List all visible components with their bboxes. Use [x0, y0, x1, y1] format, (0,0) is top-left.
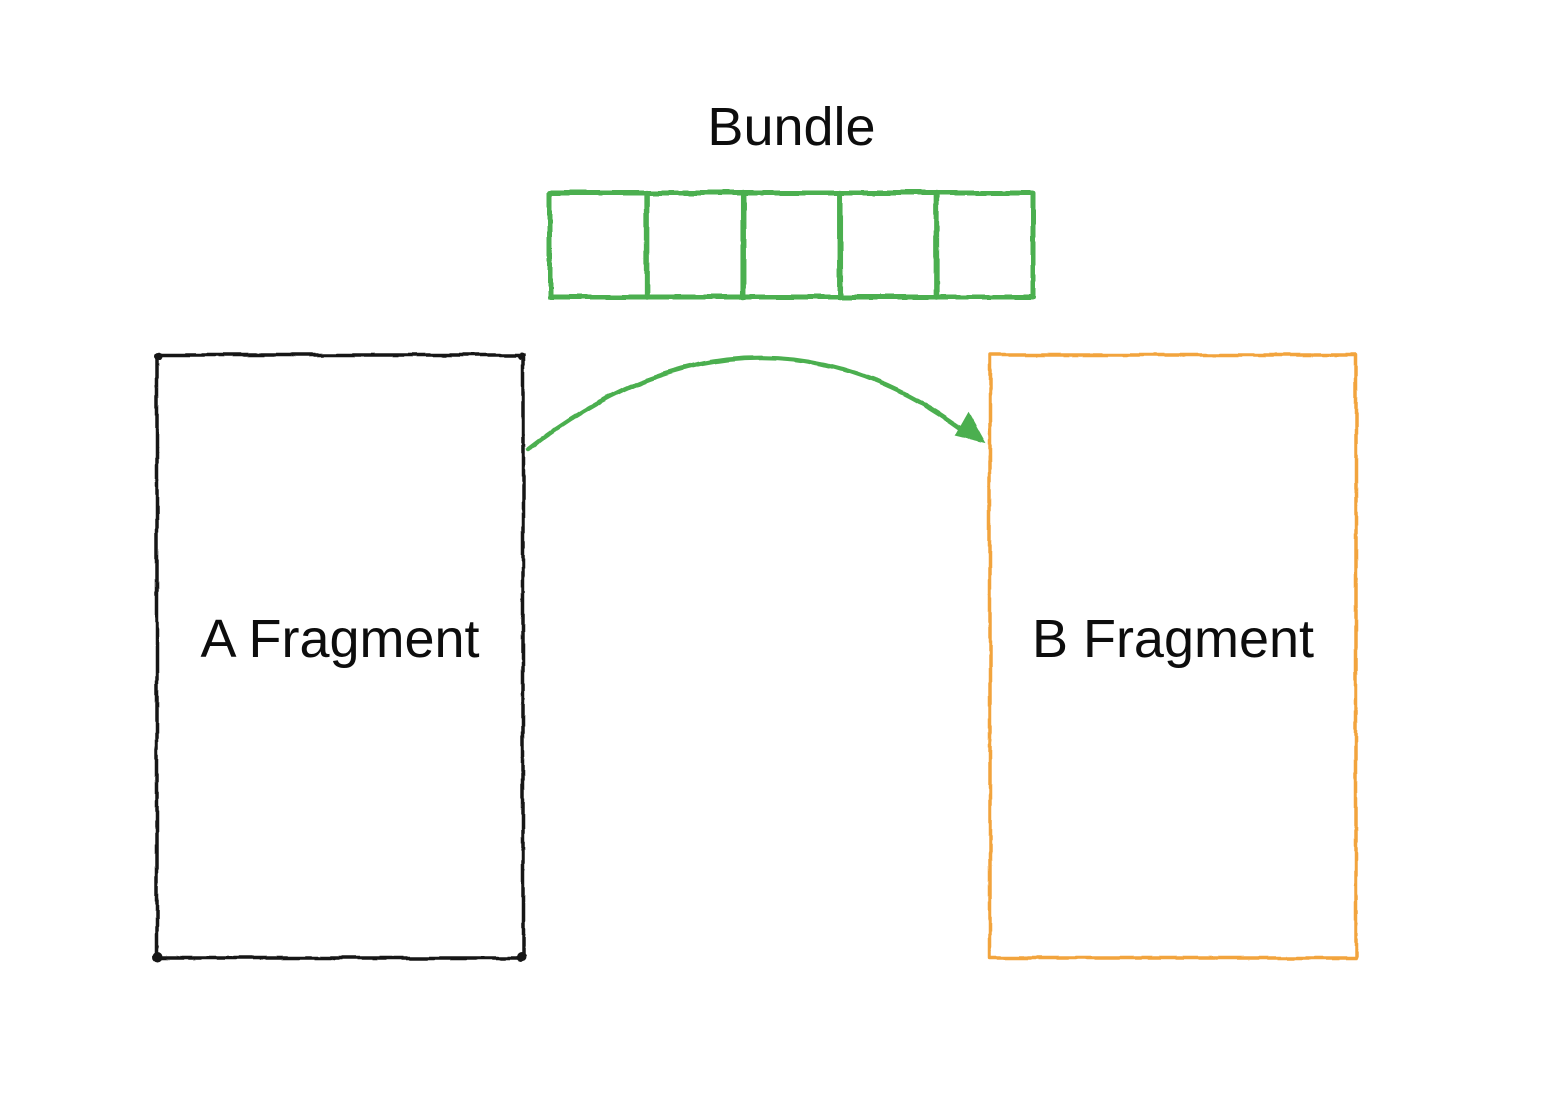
bundle-grid — [547, 190, 1036, 300]
fragment-a-box — [153, 352, 526, 962]
fragment-b-box — [988, 353, 1358, 960]
corner-dot — [516, 952, 526, 962]
transfer-arrow — [525, 355, 986, 452]
fragment-b-label: B Fragment — [1031, 609, 1315, 669]
bundle-title: Bundle — [707, 97, 876, 157]
bundle-grid-outline — [547, 190, 1036, 300]
arrow-curve — [525, 355, 975, 452]
arrow-head-icon — [955, 411, 986, 444]
arrow-head-triangle — [955, 411, 986, 444]
fragment-a-label: A Fragment — [200, 609, 480, 669]
corner-dot — [517, 352, 525, 360]
corner-dot — [153, 952, 163, 962]
bundle-grid-dividers — [643, 190, 940, 300]
corner-dot — [154, 352, 162, 360]
fragment-a-outline — [155, 353, 525, 960]
